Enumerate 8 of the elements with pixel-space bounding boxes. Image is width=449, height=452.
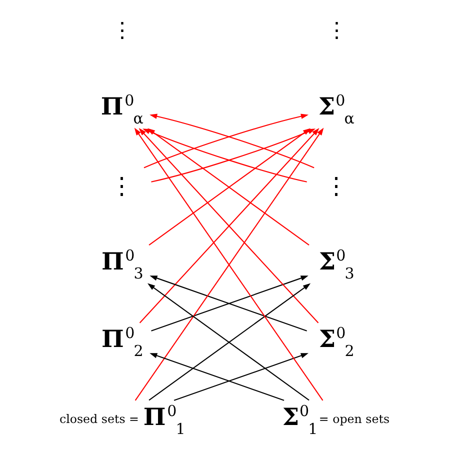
node-text: ⋮ — [110, 171, 134, 200]
node-label: = open sets — [318, 412, 390, 426]
label: ⋮ — [111, 18, 134, 44]
label: ⋮ — [325, 18, 348, 44]
node-label: closed sets = — [58, 412, 138, 426]
arrow — [149, 353, 284, 401]
arrow — [173, 353, 308, 401]
node-text: ⋮ — [324, 171, 348, 200]
